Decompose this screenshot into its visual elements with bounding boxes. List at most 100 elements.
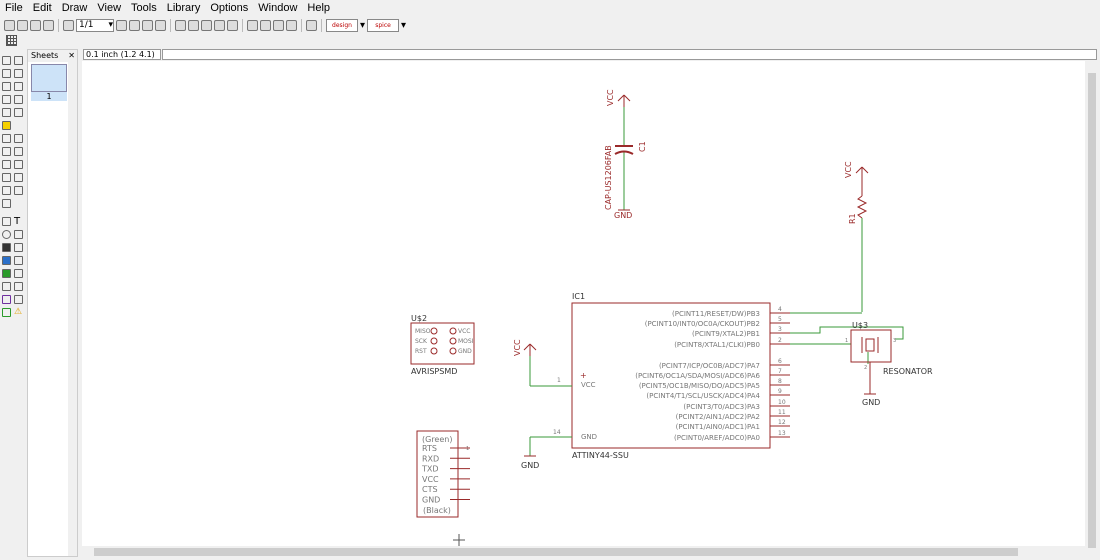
text-icon[interactable]: T xyxy=(14,216,21,227)
smash-icon[interactable] xyxy=(14,173,23,182)
menu-library[interactable]: Library xyxy=(166,2,201,14)
replace-icon[interactable] xyxy=(2,160,11,169)
bus-icon[interactable] xyxy=(2,256,11,265)
sheet-select[interactable]: 1/1▾ xyxy=(76,19,114,32)
attribute-icon[interactable] xyxy=(2,282,11,291)
info-icon[interactable] xyxy=(2,56,11,65)
chevron-down-icon: ▾ xyxy=(108,20,113,30)
menu-window[interactable]: Window xyxy=(258,2,298,14)
resistor-r1[interactable]: VCC R1 xyxy=(844,161,869,312)
help-icon[interactable] xyxy=(306,20,317,31)
module-icon[interactable] xyxy=(14,295,23,304)
chevron-down-icon[interactable]: ▾ xyxy=(401,20,407,31)
c1-gnd-label: GND xyxy=(614,211,632,220)
ic1-pin-number: 3 xyxy=(778,326,782,333)
change-icon[interactable] xyxy=(14,108,23,117)
resonator-u3[interactable]: U$3 RESONATOR GND 1 3 2 xyxy=(845,321,933,407)
run-icon[interactable] xyxy=(155,20,166,31)
menu-draw[interactable]: Draw xyxy=(61,2,88,14)
menu-view[interactable]: View xyxy=(97,2,122,14)
capacitor-c1[interactable]: VCC C1 CAP-US1206FAB GND xyxy=(604,89,647,220)
dimension-icon[interactable] xyxy=(14,282,23,291)
mark-icon[interactable] xyxy=(14,69,23,78)
warning-icon[interactable]: ⚠ xyxy=(14,307,23,317)
vertical-scrollbar[interactable] xyxy=(1086,61,1098,548)
ftdi-pin-name: CTS xyxy=(422,485,438,494)
sheet-icon[interactable] xyxy=(63,20,74,31)
move-icon[interactable] xyxy=(2,82,11,91)
group-icon[interactable] xyxy=(2,108,11,117)
zoom-out-icon[interactable] xyxy=(201,20,212,31)
menu-tools[interactable]: Tools xyxy=(131,2,157,14)
horizontal-scrollbar[interactable] xyxy=(82,546,1086,557)
microcontroller-ic1[interactable]: IC1 ATTINY44-SSU + VCC GND 1 14 VCC GND … xyxy=(513,292,790,470)
ic1-ref: IC1 xyxy=(572,292,585,301)
display-icon[interactable] xyxy=(2,69,11,78)
pinswap-icon[interactable] xyxy=(2,147,11,156)
add-icon[interactable] xyxy=(14,134,23,143)
save-icon[interactable] xyxy=(17,20,28,31)
menu-edit[interactable]: Edit xyxy=(32,2,52,14)
value-icon[interactable] xyxy=(2,173,11,182)
cam-icon[interactable] xyxy=(43,20,54,31)
c1-ref: C1 xyxy=(638,141,647,152)
horizontal-scroll-thumb[interactable] xyxy=(94,548,1018,556)
label-icon[interactable] xyxy=(14,269,23,278)
paste-icon[interactable] xyxy=(2,121,11,130)
open-icon[interactable] xyxy=(4,20,15,31)
zoom-in-icon[interactable] xyxy=(188,20,199,31)
spice-button[interactable]: spice xyxy=(367,19,400,32)
show-icon[interactable] xyxy=(14,56,23,65)
schematic-canvas[interactable]: VCC C1 CAP-US1206FAB GND VCC R1 U$2 AVRI… xyxy=(82,61,1085,546)
split-icon[interactable] xyxy=(14,186,23,195)
stop-icon[interactable] xyxy=(273,20,284,31)
undo-icon[interactable] xyxy=(247,20,258,31)
sheet-thumbnail[interactable] xyxy=(31,64,67,92)
board-icon[interactable] xyxy=(116,20,127,31)
polygon-icon[interactable] xyxy=(14,243,23,252)
menu-options[interactable]: Options xyxy=(210,2,249,14)
menu-file[interactable]: File xyxy=(5,2,23,14)
u3-pin-2: 2 xyxy=(864,365,867,371)
script-icon[interactable] xyxy=(142,20,153,31)
design-link-button[interactable]: design link xyxy=(326,19,358,32)
command-input[interactable] xyxy=(162,49,1097,60)
ic1-pin-name: (PCINT1/AIN0/ADC1)PA1 xyxy=(676,423,760,431)
delete-icon[interactable] xyxy=(2,134,11,143)
mirror-icon[interactable] xyxy=(2,95,11,104)
zoom-fit-icon[interactable] xyxy=(175,20,186,31)
menu-help[interactable]: Help xyxy=(307,2,331,14)
vertical-scroll-thumb[interactable] xyxy=(1088,73,1096,548)
u3-pin-3: 3 xyxy=(893,338,896,344)
print-icon[interactable] xyxy=(30,20,41,31)
net-icon[interactable] xyxy=(14,256,23,265)
rotate-icon[interactable] xyxy=(14,95,23,104)
close-icon[interactable]: ✕ xyxy=(68,51,75,60)
junction-icon[interactable] xyxy=(2,269,11,278)
go-icon[interactable] xyxy=(286,20,297,31)
invoke-icon[interactable] xyxy=(2,199,11,208)
zoom-select-icon[interactable] xyxy=(227,20,238,31)
arc-icon[interactable] xyxy=(14,230,23,239)
isp-header-u2[interactable]: U$2 AVRISPSMD MISO SCK RST VCC MOSI GND xyxy=(410,314,475,376)
menu-bar: File Edit Draw View Tools Library Option… xyxy=(0,0,1100,17)
u2-pin-rst: RST xyxy=(415,348,427,355)
erc-icon[interactable] xyxy=(2,308,11,317)
circle-icon[interactable] xyxy=(2,230,11,239)
name-icon[interactable] xyxy=(14,160,23,169)
zoom-redraw-icon[interactable] xyxy=(214,20,225,31)
wire-icon[interactable] xyxy=(2,217,11,226)
grid-icon[interactable] xyxy=(6,35,17,46)
sheets-scrollbar[interactable] xyxy=(68,62,77,556)
library-icon[interactable] xyxy=(129,20,140,31)
rect-icon[interactable] xyxy=(2,243,11,252)
gateswap-icon[interactable] xyxy=(14,147,23,156)
ic1-pin-14-num: 14 xyxy=(553,429,561,436)
miter-icon[interactable] xyxy=(2,186,11,195)
sheets-title: Sheets xyxy=(31,51,59,60)
copy-icon[interactable] xyxy=(14,82,23,91)
redo-icon[interactable] xyxy=(260,20,271,31)
frame-icon[interactable] xyxy=(2,295,11,304)
chevron-down-icon[interactable]: ▾ xyxy=(360,20,366,31)
